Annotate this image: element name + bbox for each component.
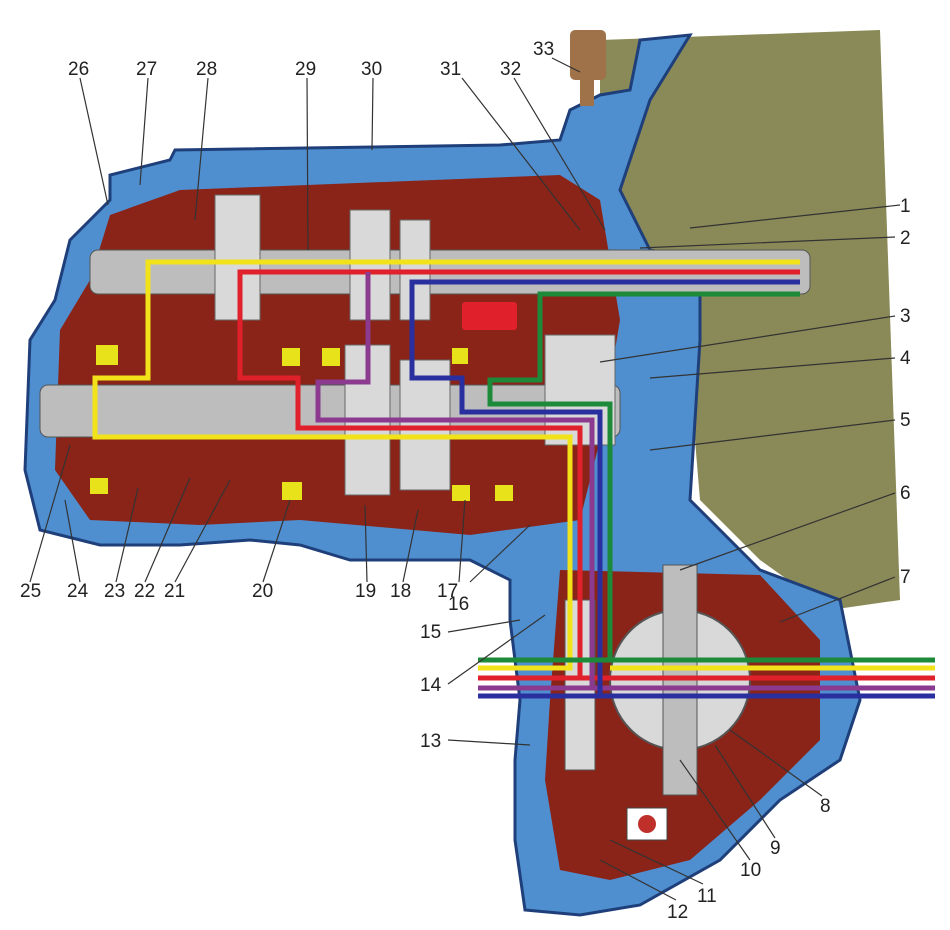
shift-fork <box>462 302 517 330</box>
label-27: 27 <box>136 59 157 80</box>
flow-path-green <box>487 291 935 663</box>
synchronizer <box>322 348 340 366</box>
flow-path-red <box>237 269 935 681</box>
label-33: 33 <box>533 39 554 60</box>
label-14: 14 <box>420 675 442 696</box>
label-24: 24 <box>67 581 89 602</box>
engine-block <box>600 30 900 610</box>
logo-mark <box>638 815 656 833</box>
label-22: 22 <box>134 581 155 602</box>
synchronizer <box>452 485 470 501</box>
breather-stem <box>580 78 594 106</box>
label-16: 16 <box>448 594 469 615</box>
label-18: 18 <box>390 581 411 602</box>
label-32: 32 <box>500 59 521 80</box>
label-1: 1 <box>900 196 911 217</box>
label-3: 3 <box>900 306 911 327</box>
label-15: 15 <box>420 622 441 643</box>
leader-lines <box>29 57 901 901</box>
label-12: 12 <box>667 902 688 923</box>
label-21: 21 <box>164 581 185 602</box>
label-28: 28 <box>196 59 217 80</box>
synchronizer <box>452 348 468 364</box>
part-labels: 1 2 3 4 5 6 7 8 9 10 11 12 13 14 15 16 1… <box>20 39 911 923</box>
label-9: 9 <box>770 838 781 859</box>
label-8: 8 <box>820 796 831 817</box>
flow-path-yellow <box>92 259 800 671</box>
label-11: 11 <box>697 886 717 907</box>
label-26: 26 <box>68 59 89 80</box>
label-29: 29 <box>295 59 316 80</box>
synchronizer <box>495 485 513 501</box>
flow-path-blue <box>409 279 800 699</box>
gear <box>399 359 451 491</box>
breather-tube <box>570 30 606 80</box>
label-2: 2 <box>900 228 911 249</box>
label-10: 10 <box>740 860 761 881</box>
synchronizer <box>90 478 108 494</box>
label-6: 6 <box>900 483 911 504</box>
label-19: 19 <box>355 581 376 602</box>
label-25: 25 <box>20 581 41 602</box>
label-13: 13 <box>420 731 441 752</box>
label-23: 23 <box>104 581 125 602</box>
label-17: 17 <box>437 581 458 602</box>
flow-path-purple <box>315 272 935 691</box>
label-7: 7 <box>900 567 911 588</box>
synchronizer <box>96 345 118 365</box>
label-30: 30 <box>361 59 382 80</box>
synchronizer <box>282 348 300 366</box>
label-5: 5 <box>900 410 911 431</box>
label-31: 31 <box>440 59 461 80</box>
label-20: 20 <box>252 581 273 602</box>
label-4: 4 <box>900 348 911 369</box>
synchronizer <box>282 482 302 500</box>
